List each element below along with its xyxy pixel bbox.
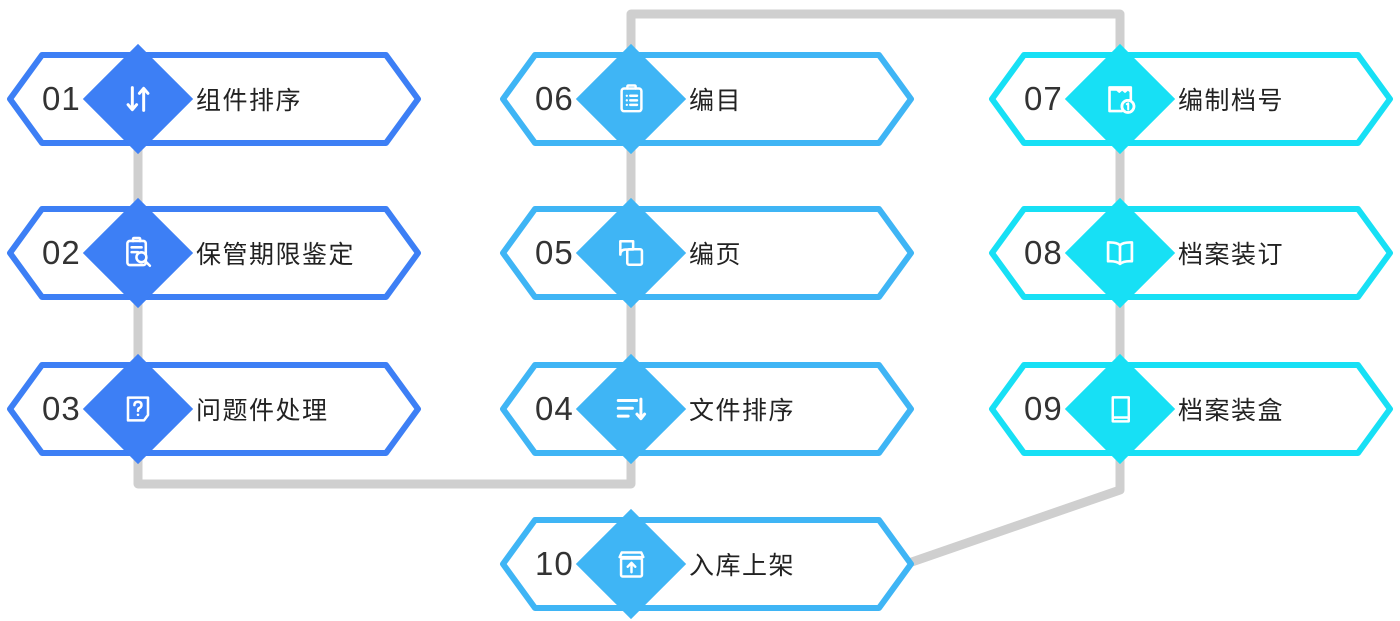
step-number: 01 bbox=[42, 80, 81, 117]
step-number: 10 bbox=[535, 545, 574, 582]
step-label: 编目 bbox=[689, 86, 743, 115]
closed-book-icon bbox=[1064, 353, 1176, 465]
step-label: 问题件处理 bbox=[196, 396, 329, 425]
connector-06-to-07 bbox=[626, 9, 1125, 61]
document-number-badge-icon bbox=[1064, 43, 1176, 155]
open-book-icon bbox=[1064, 197, 1176, 309]
step-number: 08 bbox=[1024, 234, 1063, 271]
step-number: 02 bbox=[42, 234, 81, 271]
flow-step-01[interactable]: 01 组件排序 bbox=[4, 43, 424, 155]
flow-step-05[interactable]: 05 编页 bbox=[497, 197, 917, 309]
flow-step-09[interactable]: 09 档案装盒 bbox=[986, 353, 1396, 465]
step-number: 09 bbox=[1024, 390, 1063, 427]
sort-descending-icon bbox=[575, 353, 687, 465]
clipboard-list-icon bbox=[575, 43, 687, 155]
step-number: 06 bbox=[535, 80, 574, 117]
flow-step-10[interactable]: 10 入库上架 bbox=[497, 508, 917, 620]
step-label: 档案装订 bbox=[1178, 240, 1285, 269]
step-label: 文件排序 bbox=[689, 396, 796, 425]
copy-pages-icon bbox=[575, 197, 687, 309]
flow-step-02[interactable]: 02 保管期限鉴定 bbox=[4, 197, 424, 309]
archive-box-up-icon bbox=[575, 508, 687, 620]
step-label: 入库上架 bbox=[689, 551, 796, 580]
sort-arrows-icon bbox=[82, 43, 194, 155]
clipboard-search-icon bbox=[82, 197, 194, 309]
step-number: 03 bbox=[42, 390, 81, 427]
step-label: 保管期限鉴定 bbox=[196, 240, 356, 269]
step-label: 组件排序 bbox=[196, 86, 303, 115]
connector-09-to-10 bbox=[901, 447, 1125, 569]
connector-03-to-04 bbox=[133, 447, 636, 489]
step-number: 07 bbox=[1024, 80, 1063, 117]
step-number: 05 bbox=[535, 234, 574, 271]
flow-step-08[interactable]: 08 档案装订 bbox=[986, 197, 1396, 309]
flow-step-03[interactable]: 03 问题件处理 bbox=[4, 353, 424, 465]
flow-step-07[interactable]: 07 编制档号 bbox=[986, 43, 1396, 155]
document-question-icon bbox=[82, 353, 194, 465]
flow-step-04[interactable]: 04 文件排序 bbox=[497, 353, 917, 465]
step-label: 编制档号 bbox=[1178, 86, 1285, 115]
step-label: 档案装盒 bbox=[1178, 396, 1285, 425]
step-number: 04 bbox=[535, 390, 574, 427]
flow-step-06[interactable]: 06 编目 bbox=[497, 43, 917, 155]
step-label: 编页 bbox=[689, 240, 743, 269]
